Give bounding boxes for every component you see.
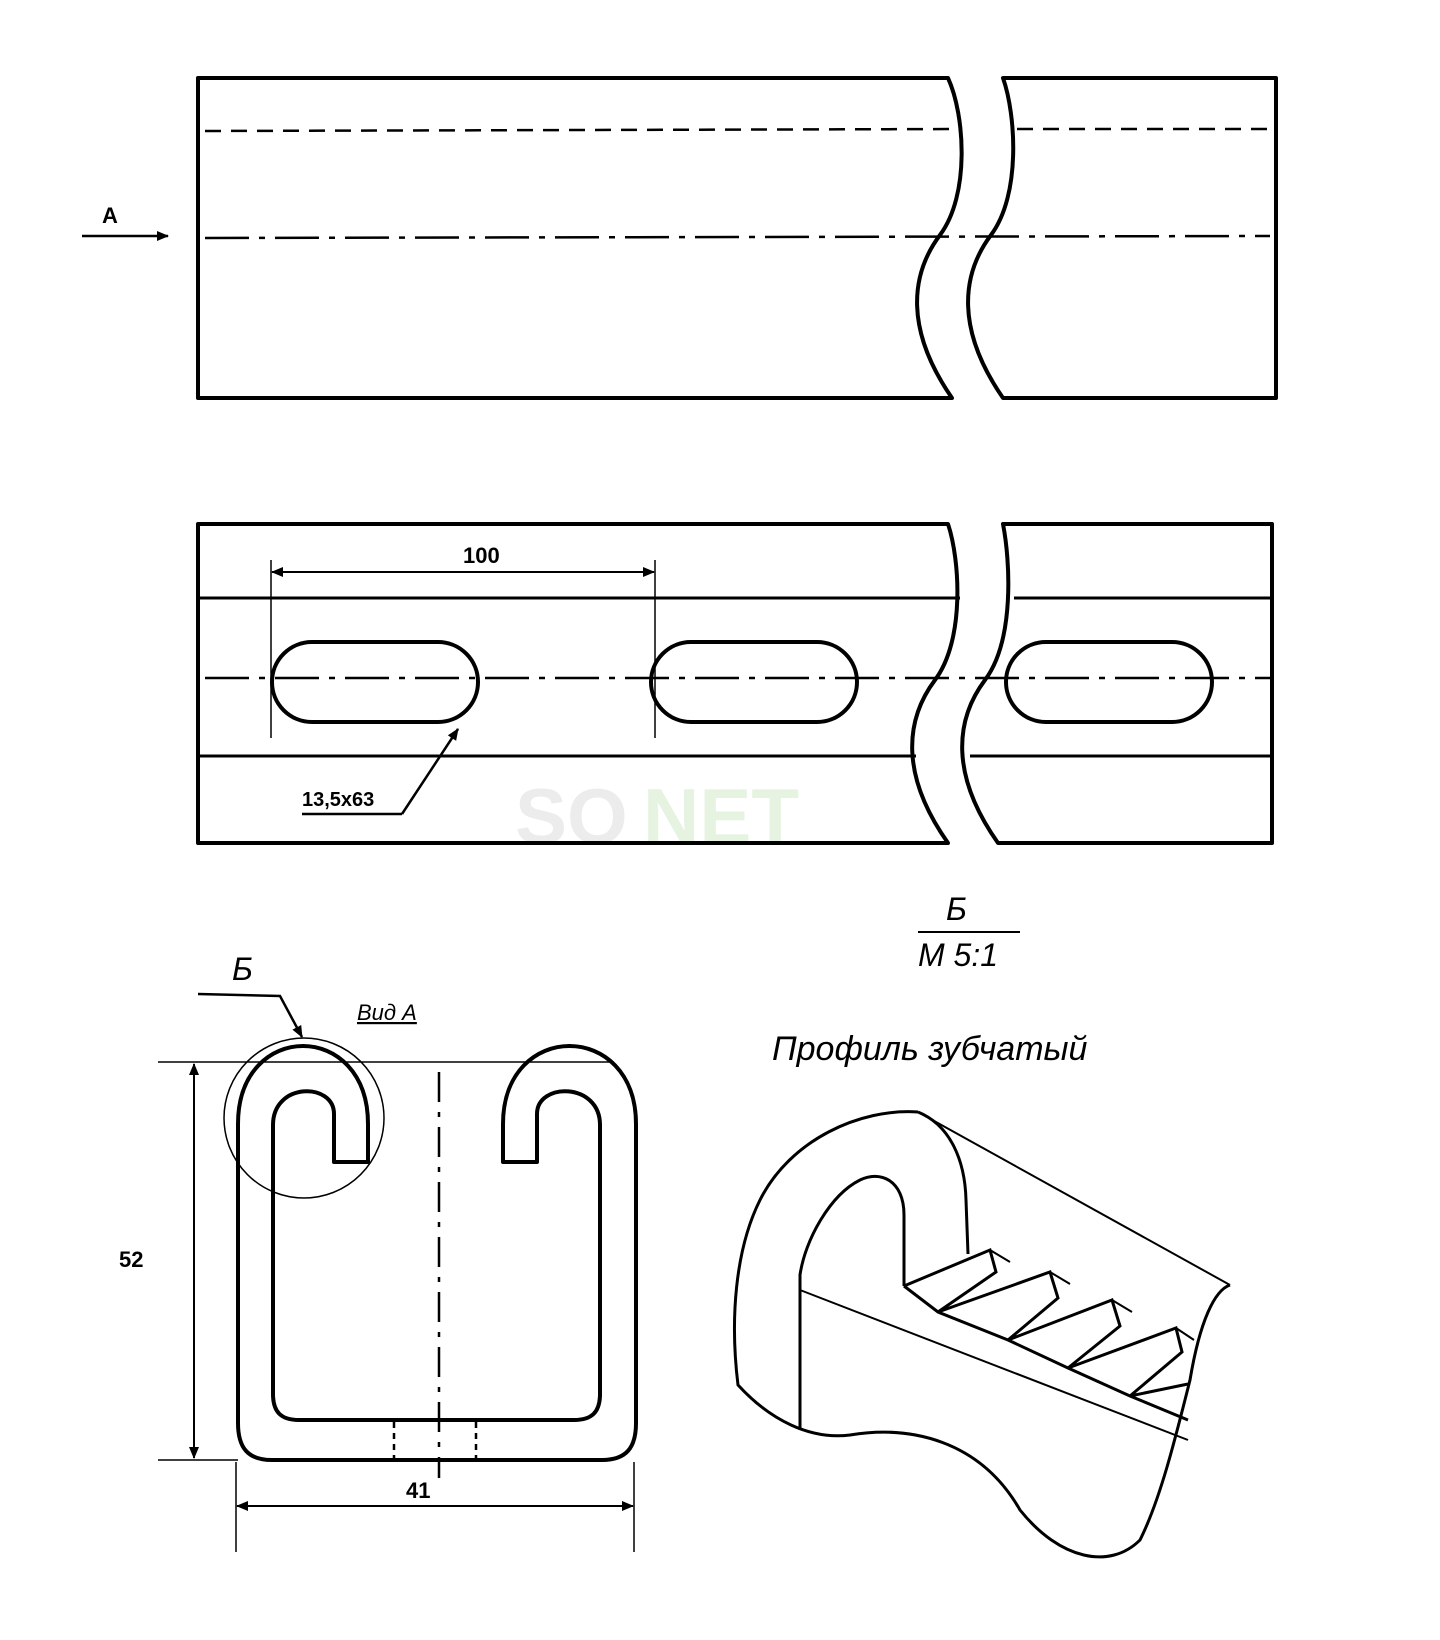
detail-outer-contour: [732, 1110, 1231, 1559]
detail-hook-front: [917, 1110, 970, 1255]
height-dimension-label: 52: [119, 1247, 143, 1272]
slot-1: [270, 640, 480, 724]
watermark-text-green: NET: [643, 772, 799, 860]
slot-3: [1004, 640, 1214, 724]
tooth-1: [989, 1249, 1011, 1263]
slot-2: [649, 640, 859, 724]
watermark-text-gray: SO: [515, 772, 628, 860]
view-a-label: А: [102, 203, 118, 228]
view-a-caption: Вид А: [357, 1000, 417, 1025]
detail-b-cut-label: Б: [232, 951, 253, 987]
detail-tooth-ridge: [903, 1247, 1189, 1398]
slot-view-outline-right: [960, 522, 1274, 845]
tooth-3: [1111, 1299, 1133, 1313]
top-view-outline-right: [966, 76, 1278, 400]
cross-section: Б Вид А 52 41: [119, 951, 638, 1552]
detail-top-edge: [917, 1111, 1231, 1286]
detail-b-label: Б: [946, 891, 967, 927]
slot-size-label: 13,5x63: [302, 789, 374, 811]
profile-outer-contour: [236, 1044, 638, 1462]
slot-view: 100 13,5x63: [196, 522, 1274, 845]
slot-view-outline-left: [196, 522, 960, 845]
tooth-2: [1049, 1271, 1071, 1285]
detail-circle-b: [223, 1037, 385, 1199]
center-line: [204, 234, 1271, 240]
detail-b-scale: М 5:1: [918, 937, 998, 973]
detail-lower-edge: [799, 1289, 1189, 1441]
top-view: А: [82, 76, 1278, 400]
detail-b-caption: Профиль зубчатый: [772, 1030, 1088, 1068]
detail-b-leader: [197, 992, 304, 1038]
detail-hook-inner: [798, 1174, 906, 1430]
watermark: SO NET: [515, 772, 799, 860]
tooth-4: [1175, 1327, 1195, 1341]
hidden-line-left: [204, 127, 963, 133]
slot-leader-line: [400, 728, 460, 815]
width-dimension-label: 41: [406, 1478, 430, 1503]
pitch-dimension-label: 100: [463, 543, 500, 568]
detail-b: Б М 5:1 Профиль зубчатый: [732, 891, 1231, 1559]
detail-tooth-base: [903, 1284, 1189, 1422]
